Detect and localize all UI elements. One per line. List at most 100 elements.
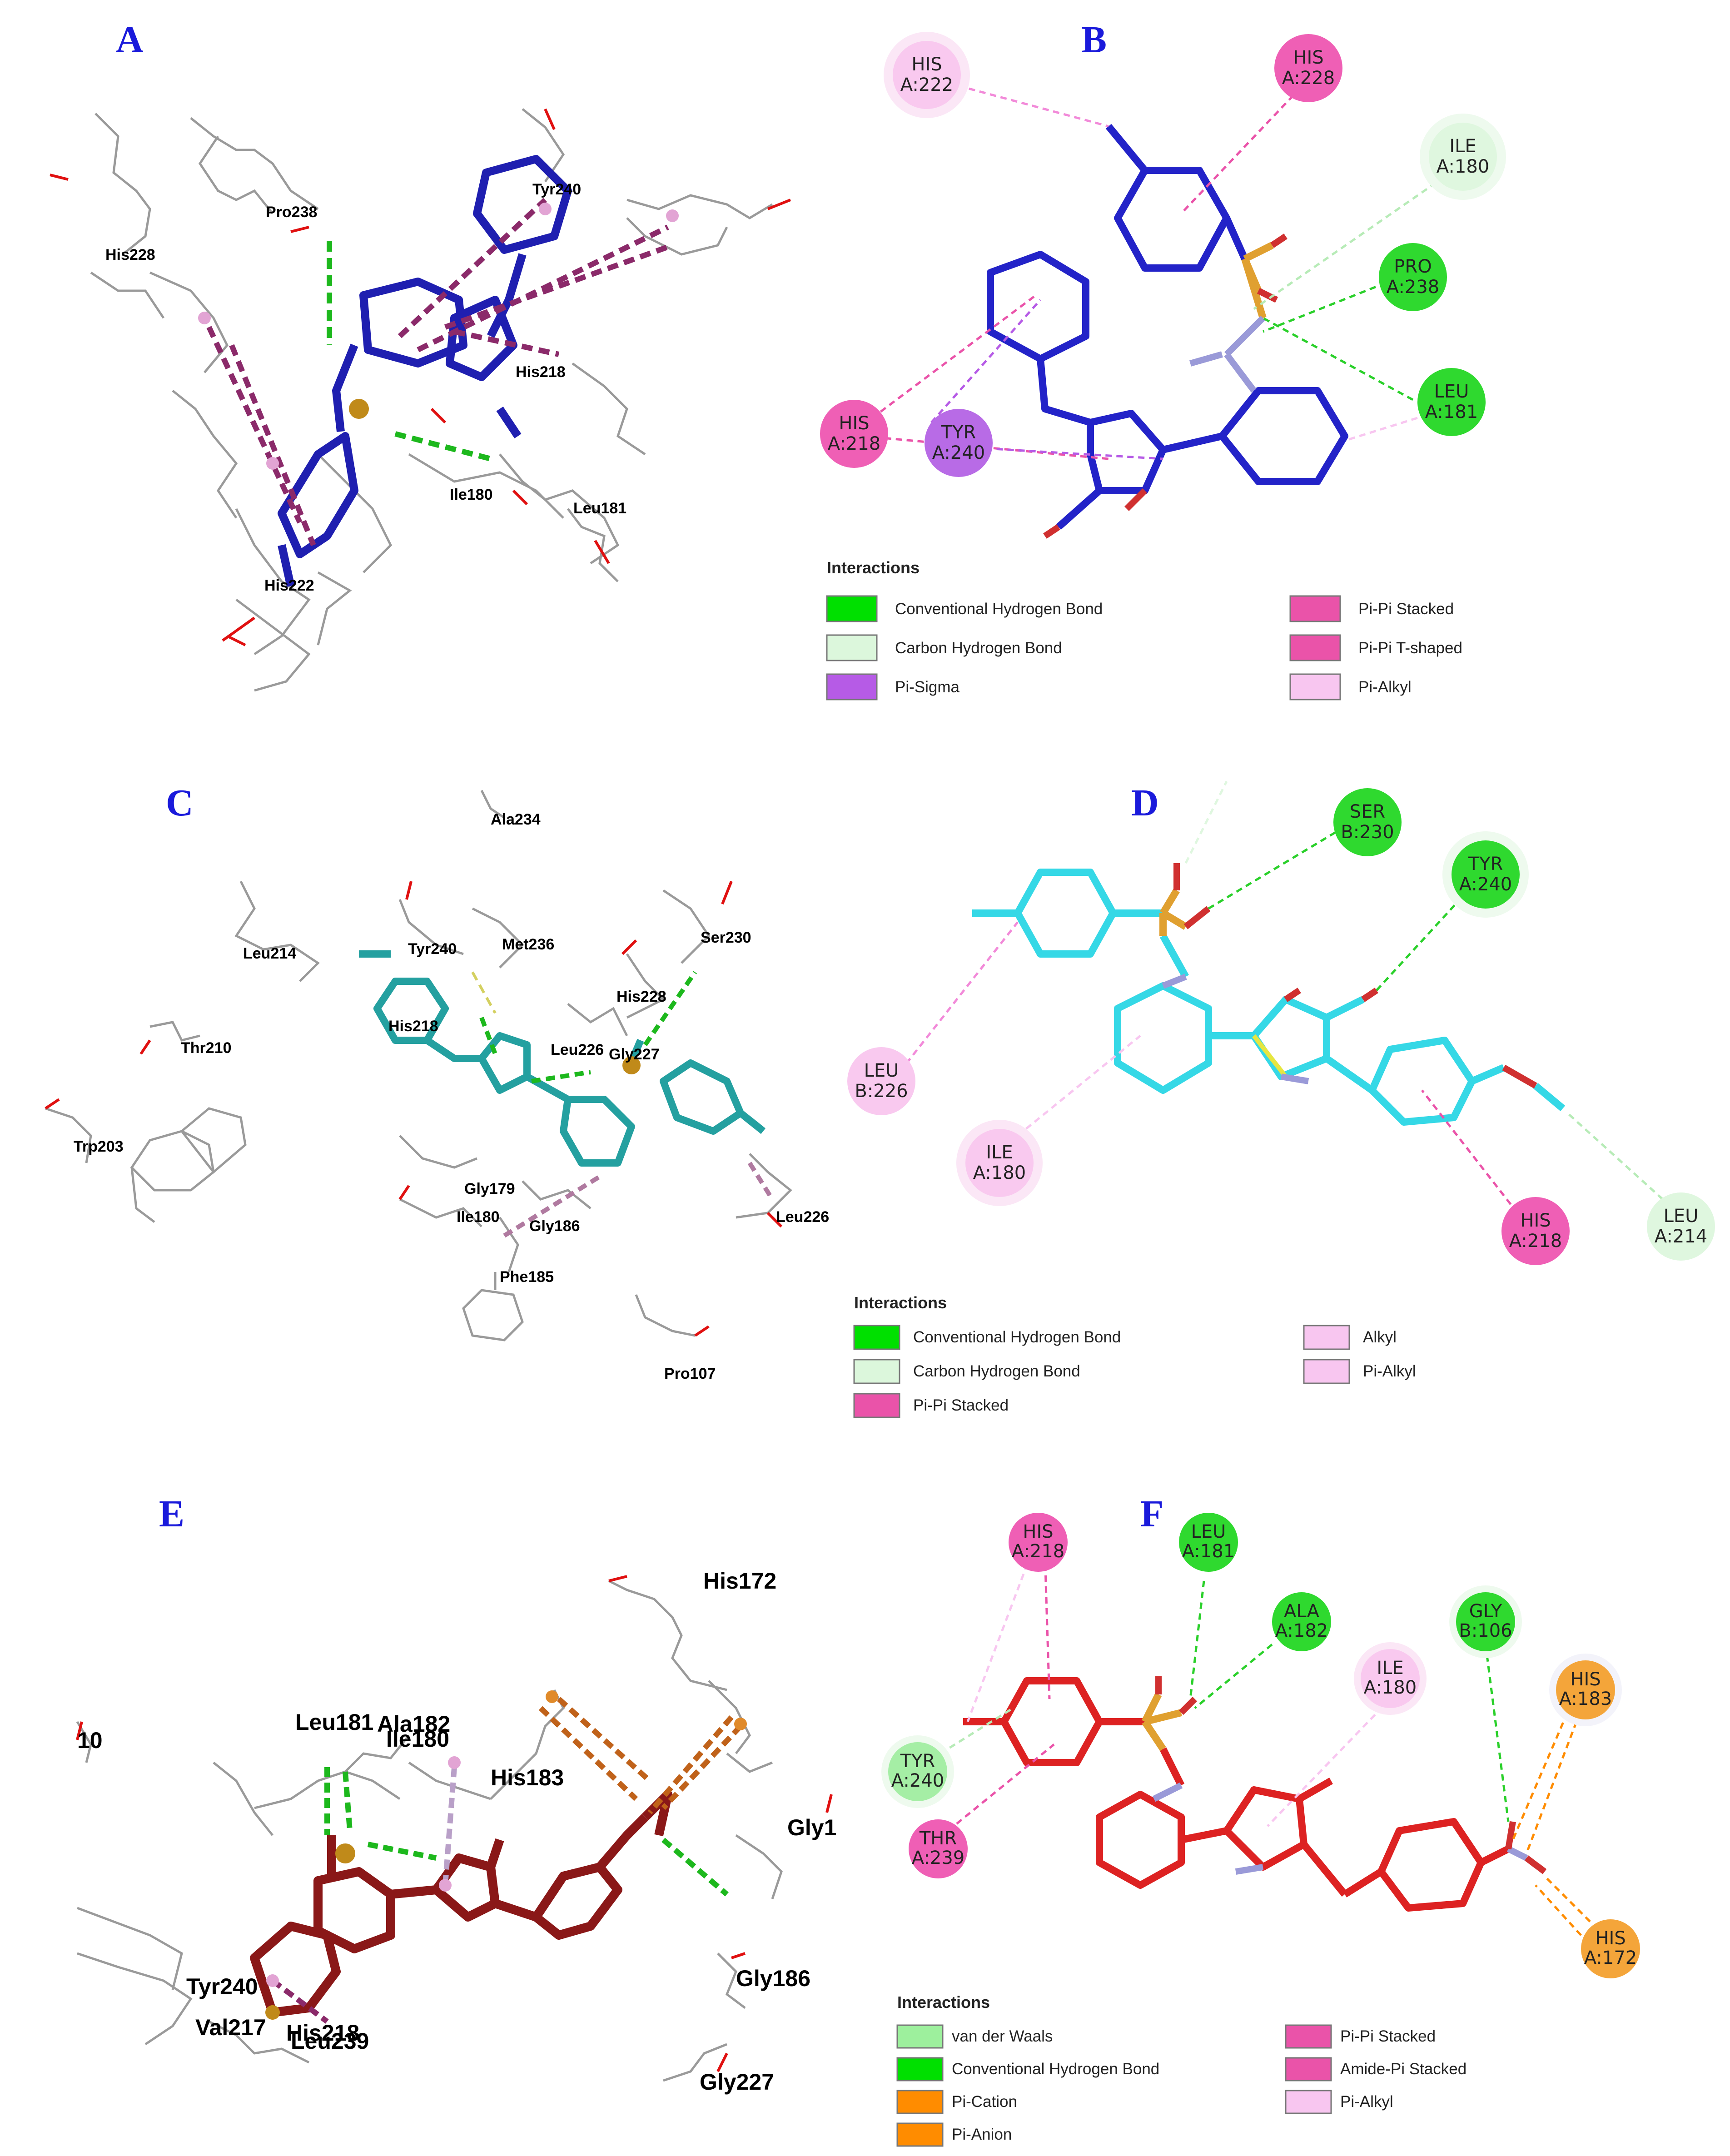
panel-c-interactions	[471, 971, 775, 1238]
res-c-gly186: Gly186	[529, 1217, 580, 1235]
panel-d-legend: Interactions Conventional Hydrogen Bond …	[853, 1293, 1416, 1418]
res-c-leu226: Leu226	[551, 1041, 604, 1058]
panel-b: B	[820, 19, 1506, 700]
res-c-his218: His218	[388, 1018, 438, 1035]
panel-c-sulfur	[622, 1056, 641, 1074]
res-a-his218: His218	[516, 363, 566, 381]
svg-text:A:183: A:183	[1559, 1689, 1612, 1709]
panel-b-label: B	[1081, 19, 1107, 61]
res-c-gly179: Gly179	[464, 1180, 515, 1197]
res-e-10: 10	[77, 1728, 103, 1753]
res-e-gly1: Gly1	[787, 1815, 836, 1840]
panel-d-sulfonyl	[1159, 888, 1188, 936]
panel-e-protein-wires	[76, 1580, 783, 2082]
svg-text:Carbon Hydrogen Bond: Carbon Hydrogen Bond	[895, 639, 1062, 657]
panel-a: A	[50, 19, 791, 692]
svg-text:A:218: A:218	[828, 433, 880, 454]
svg-text:A:181: A:181	[1182, 1541, 1235, 1562]
svg-text:A:181: A:181	[1425, 402, 1478, 422]
res-c-ala234: Ala234	[491, 811, 541, 828]
res-a-pro238: Pro238	[266, 204, 317, 221]
svg-text:ALA: ALA	[1284, 1601, 1320, 1622]
svg-text:Conventional Hydrogen Bond: Conventional Hydrogen Bond	[913, 1328, 1121, 1346]
panel-e: E	[76, 1493, 836, 2095]
res-c-ile180: Ile180	[457, 1208, 500, 1226]
panel-a-interactions	[206, 198, 674, 546]
panel-a-residue-labels: Pro238 His228 Tyr240 His218 Ile180 Leu18…	[105, 181, 626, 594]
panel-f-bubble-thr239: THR A:239	[909, 1819, 968, 1878]
svg-text:Pi-Pi T-shaped: Pi-Pi T-shaped	[1358, 639, 1462, 657]
panel-d-bubble-leu214: LEU A:214	[1647, 1192, 1715, 1261]
res-e-his183: His183	[491, 1765, 564, 1790]
panel-d-oxygens	[1173, 863, 1537, 1089]
svg-text:Conventional Hydrogen Bond: Conventional Hydrogen Bond	[895, 600, 1103, 618]
panel-c-oxygen-stubs	[45, 880, 783, 1337]
panel-f-bubble-his183: HIS A:183	[1549, 1654, 1622, 1726]
res-c-leu214: Leu214	[243, 945, 296, 962]
res-c-thr210: Thr210	[181, 1039, 232, 1057]
panel-e-oxygen-stubs	[76, 1575, 833, 2072]
panel-f-ligand	[963, 1677, 1510, 1912]
panel-e-cation-centers	[546, 1690, 747, 1730]
panel-c-label: C	[166, 782, 194, 824]
svg-text:A:240: A:240	[932, 442, 985, 463]
svg-text:B:106: B:106	[1459, 1620, 1512, 1641]
panel-f-legend: Interactions van der Waals Conventional …	[896, 1993, 1467, 2147]
res-e-leu239: Leu239	[291, 2028, 369, 2054]
panel-d-bubble-tyr240: TYR A:240	[1442, 831, 1529, 918]
svg-text:TYR: TYR	[941, 422, 976, 443]
panel-d-label: D	[1131, 782, 1159, 824]
svg-text:Pi-Alkyl: Pi-Alkyl	[1358, 678, 1412, 696]
svg-text:TYR: TYR	[900, 1751, 935, 1772]
res-c-met236: Met236	[502, 936, 554, 953]
svg-text:Pi-Pi Stacked: Pi-Pi Stacked	[1358, 600, 1454, 618]
panel-f-legend-title: Interactions	[897, 1993, 990, 2012]
svg-text:Pi-Alkyl: Pi-Alkyl	[1340, 2093, 1393, 2111]
panel-b-bubble-ile180: ILE A:180	[1420, 114, 1506, 200]
svg-text:HIS: HIS	[839, 413, 869, 434]
svg-text:LEU: LEU	[1191, 1521, 1226, 1542]
svg-text:A:172: A:172	[1584, 1947, 1637, 1968]
svg-text:ILE: ILE	[986, 1142, 1013, 1163]
res-c-tyr240: Tyr240	[408, 940, 457, 958]
svg-text:A:218: A:218	[1012, 1541, 1064, 1562]
panel-a-centroids	[198, 203, 679, 470]
svg-text:B:230: B:230	[1341, 822, 1394, 843]
panel-a-label: A	[116, 19, 144, 61]
panel-f-bubble-his218: HIS A:218	[1009, 1513, 1068, 1572]
svg-text:SER: SER	[1350, 801, 1385, 822]
res-e-his218: His218	[286, 2020, 359, 2046]
panel-f-sulfonyl	[1141, 1693, 1182, 1751]
panel-d-legend-title: Interactions	[854, 1293, 947, 1312]
svg-text:THR: THR	[919, 1828, 957, 1849]
res-a-his222: His222	[264, 577, 314, 594]
panel-f-oxygens	[1155, 1676, 1547, 1874]
panel-f-bubble-leu181: LEU A:181	[1179, 1513, 1238, 1572]
svg-text:PRO: PRO	[1394, 256, 1432, 277]
svg-text:Pi-Pi Stacked: Pi-Pi Stacked	[1340, 2027, 1436, 2045]
svg-text:A:238: A:238	[1387, 277, 1439, 298]
svg-text:A:180: A:180	[973, 1162, 1026, 1183]
res-a-ile180: Ile180	[450, 486, 493, 503]
panel-c-residue-labels: Ala234 Leu214 Tyr240 Met236 Ser230 His22…	[74, 811, 829, 1382]
svg-text:HIS: HIS	[1293, 47, 1323, 68]
svg-text:Pi-Cation: Pi-Cation	[952, 2093, 1017, 2111]
res-a-tyr240: Tyr240	[532, 181, 581, 198]
svg-text:A:222: A:222	[900, 75, 953, 95]
svg-text:GLY: GLY	[1469, 1601, 1502, 1622]
panel-e-centroids	[266, 1756, 461, 1987]
res-a-leu181: Leu181	[573, 500, 626, 517]
panel-b-bubble-leu181: LEU A:181	[1417, 368, 1486, 436]
res-e-gly186: Gly186	[736, 1966, 810, 1991]
svg-text:HIS: HIS	[1520, 1210, 1551, 1231]
panel-a-oxygen-stubs	[50, 108, 791, 646]
panel-b-legend: Interactions Conventional Hydrogen Bond …	[826, 558, 1462, 700]
panel-b-bubble-his228: HIS A:228	[1274, 34, 1342, 102]
svg-text:TYR: TYR	[1468, 854, 1503, 874]
panel-d-bubble-ile180: ILE A:180	[956, 1120, 1043, 1206]
panel-b-nh	[1189, 316, 1265, 393]
panel-c: C	[45, 782, 829, 1382]
svg-text:HIS: HIS	[1570, 1669, 1601, 1690]
svg-text:Pi-Sigma: Pi-Sigma	[895, 678, 960, 696]
